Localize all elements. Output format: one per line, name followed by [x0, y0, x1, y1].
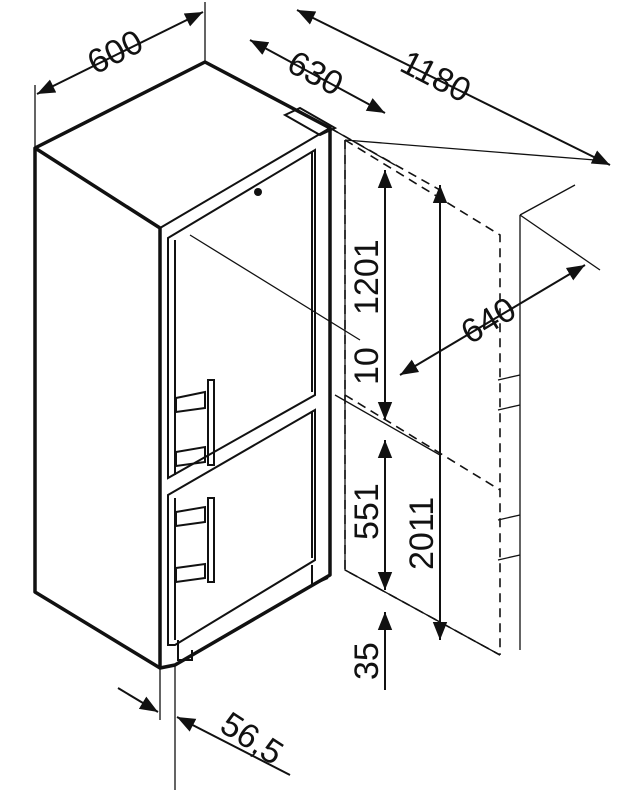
label-depth: 630: [281, 44, 349, 104]
niche-outline: [329, 127, 601, 656]
label-plinth: 35: [348, 642, 386, 680]
label-niche-depth: 640: [455, 290, 523, 352]
label-gap: 10: [348, 347, 386, 385]
label-depth-door-open: 1180: [394, 43, 476, 110]
label-total-height: 2011: [403, 497, 441, 570]
dimension-lines: [34, 2, 611, 790]
label-freezer-height: 551: [348, 483, 386, 540]
label-fridge-height: 1201: [348, 239, 386, 315]
label-door-offset: 56,5: [214, 705, 290, 773]
label-width: 600: [81, 23, 149, 83]
door-handles: [175, 379, 215, 584]
fridge-body: [33, 60, 338, 670]
